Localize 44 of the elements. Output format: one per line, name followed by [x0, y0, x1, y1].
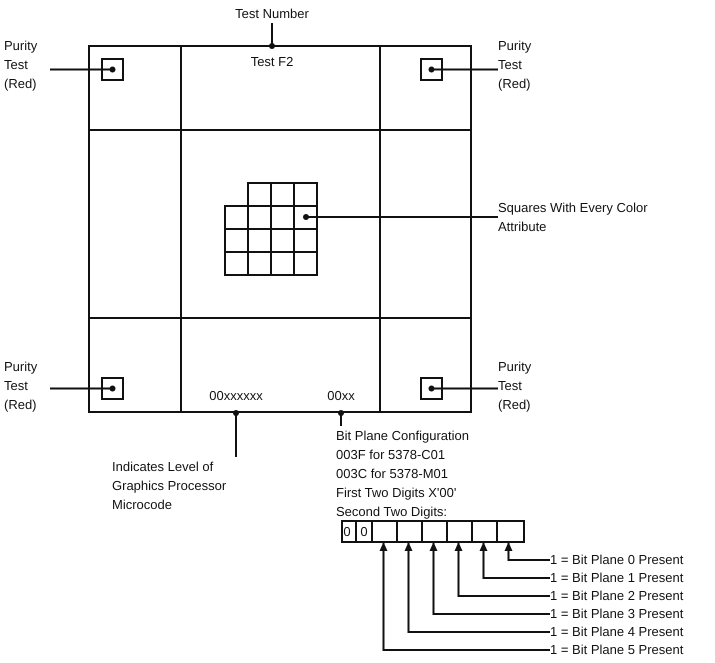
- callout-text: 1 = Bit Plane 4 Present: [550, 623, 684, 641]
- purity-square: [420, 377, 443, 400]
- leader-line: [338, 410, 344, 426]
- bit-register: [341, 520, 525, 543]
- callout-text: Test Number: [235, 5, 309, 23]
- purity-square: [420, 58, 443, 81]
- leader-line: [50, 66, 116, 72]
- bit-digit: 0: [343, 523, 351, 541]
- leader-line: [430, 542, 550, 615]
- callout-text: Indicates Level of Graphics Processor Microcode: [112, 458, 228, 514]
- callout-text: Purity Test (Red): [4, 358, 38, 414]
- callout-text: First Two Digits X'00': [336, 484, 458, 502]
- callout-text: 1 = Bit Plane 3 Present: [550, 605, 684, 623]
- leader-line: [428, 386, 498, 392]
- color-square-grid: [224, 182, 318, 276]
- callout-text: 003C for 5378-M01: [336, 465, 450, 483]
- callout-text: Purity Test (Red): [4, 37, 38, 93]
- callout-text: Squares With Every Color Attribute: [498, 199, 648, 236]
- leader-line: [380, 542, 550, 651]
- leader-line: [428, 66, 498, 72]
- leader-line: [480, 542, 550, 579]
- leader-line: [504, 542, 550, 561]
- callout-text: 1 = Bit Plane 2 Present: [550, 587, 684, 605]
- leader-line: [454, 542, 550, 597]
- callout-text: Second Two Digits:: [336, 503, 448, 521]
- bit-digit: 0: [360, 523, 368, 541]
- purity-square: [101, 58, 124, 81]
- purity-square: [101, 377, 124, 400]
- leader-line: [269, 23, 275, 49]
- screen-text: Test F2: [250, 53, 294, 71]
- screen-text: 00xxxxxx: [209, 387, 263, 405]
- display-screen: [88, 45, 472, 413]
- screen-text: 00xx: [327, 387, 355, 405]
- callout-text: Purity Test (Red): [498, 37, 532, 93]
- callout-text: 1 = Bit Plane 5 Present: [550, 641, 684, 659]
- callout-text: 1 = Bit Plane 0 Present: [550, 551, 684, 569]
- leader-line: [404, 542, 550, 633]
- callout-text: Bit Plane Configuration: [336, 427, 470, 445]
- leader-line: [50, 386, 116, 392]
- callout-text: 003F for 5378-C01: [336, 446, 446, 464]
- callout-text: Purity Test (Red): [498, 358, 532, 414]
- callout-text: 1 = Bit Plane 1 Present: [550, 569, 684, 587]
- leader-line: [233, 410, 239, 457]
- leader-line: [303, 214, 498, 220]
